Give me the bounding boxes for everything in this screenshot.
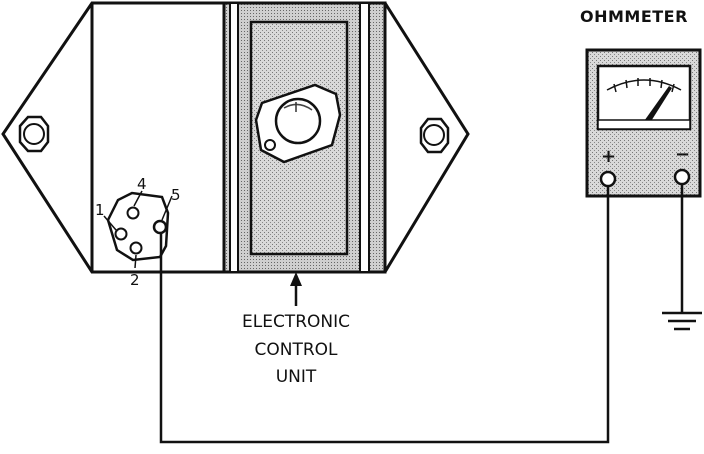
meter-pivot-strip: [597, 119, 691, 130]
cover-plate-border-left: [229, 2, 239, 273]
pin-4-label: 4: [137, 175, 147, 193]
pin-1-label: 1: [95, 201, 105, 219]
positive-terminal: [599, 170, 617, 188]
meter-tick: [625, 79, 628, 89]
meter-tick: [660, 79, 663, 89]
pin-2-label: 2: [130, 271, 140, 289]
positive-test-lead: [159, 186, 610, 444]
left-mounting-nut: [18, 115, 50, 153]
meter-scale: [606, 79, 682, 91]
minus-sign: −: [675, 144, 691, 165]
ohmmeter-label: OHMMETER: [580, 7, 688, 26]
meter-needle: [642, 86, 672, 126]
plus-sign: +: [601, 146, 617, 167]
pin-5-socket: [152, 219, 168, 235]
module-center: [274, 97, 322, 145]
pin-2-socket: [129, 241, 143, 255]
right-mounting-nut: [419, 117, 450, 154]
ecu-label-line2: CONTROL: [254, 340, 338, 360]
pin-5-label: 5: [171, 186, 181, 204]
pin-4-socket: [126, 206, 140, 220]
pin-1-leader: [103, 215, 117, 231]
connector: [106, 191, 170, 262]
pin-4-leader: [133, 190, 143, 207]
meter-window: [596, 64, 692, 131]
ground-symbol: [662, 311, 702, 331]
ecu-arrow-head: [290, 272, 302, 286]
negative-terminal: [673, 168, 691, 186]
module-bolt-hole: [264, 139, 276, 151]
ohmmeter: [585, 48, 702, 198]
pin-5-leader: [161, 195, 173, 221]
pin-2-leader: [134, 254, 137, 269]
cover-plate-border-right: [359, 2, 370, 273]
ecu-label-line1: ELECTRONIC: [241, 312, 350, 332]
module-center-shade: [283, 103, 313, 111]
ecu-label-line3: UNIT: [275, 367, 317, 387]
meter-tick: [613, 83, 617, 93]
pin-1-socket: [114, 227, 128, 241]
meter-tick: [671, 83, 675, 93]
